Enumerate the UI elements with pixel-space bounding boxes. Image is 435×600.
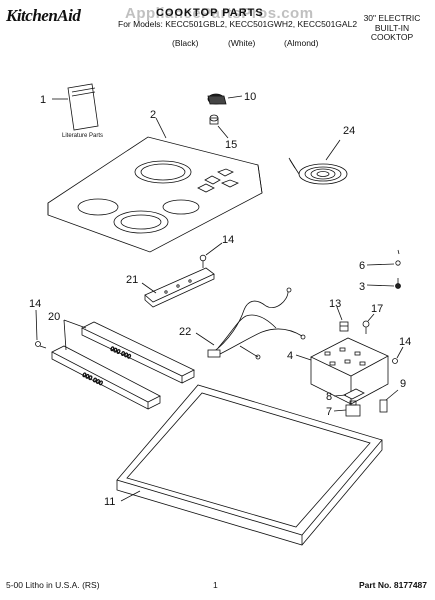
brand-logo: KitchenAid (6, 6, 81, 25)
clip (343, 388, 365, 400)
leader-line (366, 263, 395, 266)
cooktop-glass (47, 136, 263, 253)
wire-harness (207, 287, 306, 360)
bottom-tray (116, 384, 383, 546)
leader-line (385, 389, 399, 401)
callout-label: 14 (29, 298, 41, 310)
color-almond: (Almond) (284, 38, 319, 48)
footer-part-number: Part No. 8177487 (358, 580, 427, 590)
description-line: 30" ELECTRIC (363, 13, 421, 23)
product-description: 30" ELECTRIC BUILT-IN COOKTOP (357, 13, 427, 43)
screw (395, 260, 401, 266)
callout-label: 14 (399, 336, 411, 348)
color-white: (White) (228, 38, 256, 48)
literature-label: Literature Parts (62, 133, 103, 139)
section-title: COOKTOP PARTS (156, 7, 264, 19)
terminal-block (310, 337, 389, 405)
screw (395, 278, 401, 289)
callout-label: 15 (225, 139, 237, 151)
leader-line (336, 306, 343, 321)
leader-line (195, 332, 215, 346)
callout-label: 21 (126, 274, 138, 286)
callout-label: 22 (179, 326, 191, 338)
wire-nut (379, 399, 388, 413)
callout-label: 8 (326, 391, 332, 403)
screw (199, 254, 207, 268)
models-line: For Models: KECC501GBL2, KECC501GWH2, KE… (118, 19, 358, 29)
leader-line (155, 117, 167, 139)
leader-line (141, 282, 157, 294)
description-line: COOKTOP (370, 32, 414, 42)
leader-line (396, 346, 404, 359)
leader-line (63, 319, 67, 351)
callout-label: 17 (371, 303, 383, 315)
screw (35, 341, 47, 349)
side-rail: 000 000 (51, 345, 161, 410)
mounting-bracket (144, 267, 215, 308)
leader-line (205, 242, 223, 256)
color-black: (Black) (172, 38, 199, 48)
literature-booklet (67, 83, 99, 131)
callout-label: 2 (150, 109, 156, 121)
leader-line (366, 284, 395, 287)
callout-label: 14 (222, 234, 234, 246)
footer-page-number: 1 (213, 580, 218, 590)
callout-label: 10 (244, 91, 256, 103)
grommet (339, 321, 349, 332)
watermark: AppliancePartsPros.com (125, 5, 314, 22)
callout-label: 20 (48, 311, 60, 323)
callout-label: 1 (40, 94, 46, 106)
callout-label: 7 (326, 406, 332, 418)
leader-line (333, 409, 347, 412)
surface-element (288, 157, 348, 185)
leader-line (63, 319, 87, 329)
leader-line (325, 139, 341, 161)
knob-bushing (209, 114, 219, 125)
leader-line (227, 95, 243, 99)
callout-label: 13 (329, 298, 341, 310)
title-block: COOKTOP PARTS For Models: KECC501GBL2, K… (118, 8, 358, 30)
control-knob (207, 93, 227, 105)
leader-line (120, 490, 141, 502)
leader-line (367, 313, 375, 322)
callout-label: 6 (359, 260, 365, 272)
leader-line (35, 309, 38, 341)
callout-label: 11 (104, 496, 115, 508)
callout-label: 24 (343, 125, 355, 137)
footer-litho: 5-00 Litho in U.S.A. (RS) (6, 580, 100, 590)
callout-label: 3 (359, 281, 365, 293)
callout-label: 9 (400, 378, 406, 390)
description-line: BUILT-IN (374, 22, 410, 33)
connector (345, 400, 361, 417)
screw (362, 320, 370, 334)
leader-line (217, 125, 229, 139)
leader-line (333, 394, 347, 397)
callout-numbers: 1 2 3 4 7 6 8 9 10 11 13 14 14 14 15 17 … (29, 91, 411, 508)
leader-line (295, 354, 312, 361)
callout-label: 4 (287, 350, 293, 362)
screw (392, 358, 398, 364)
